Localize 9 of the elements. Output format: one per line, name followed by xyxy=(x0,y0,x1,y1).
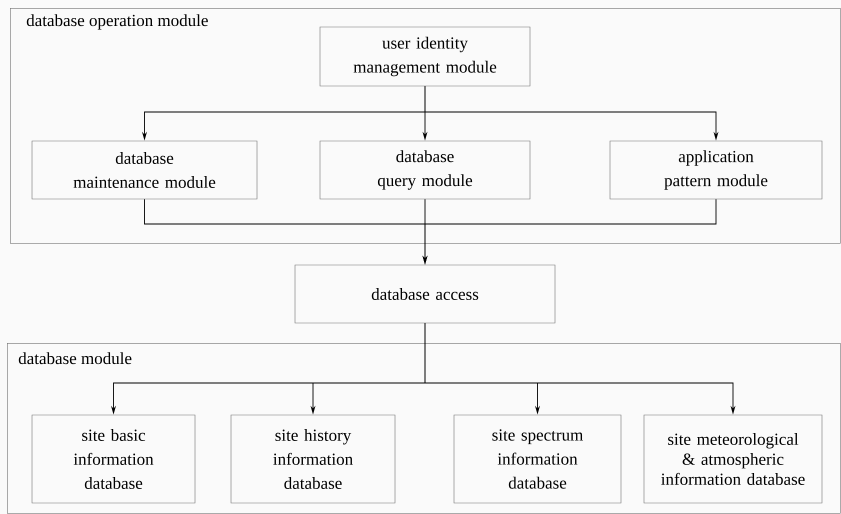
module-box: database query module xyxy=(320,140,530,200)
module-box: application pattern module xyxy=(610,140,822,200)
module-box: site meteorological & atmospheric information database xyxy=(644,414,822,504)
module-box: database maintenance module xyxy=(32,140,258,200)
module-box: database access xyxy=(294,264,556,324)
module-box: site basic information database xyxy=(32,414,196,504)
module-box: user identity management module xyxy=(320,26,530,86)
module-box: site history information database xyxy=(230,414,396,504)
module-box: site spectrum information database xyxy=(454,414,622,504)
